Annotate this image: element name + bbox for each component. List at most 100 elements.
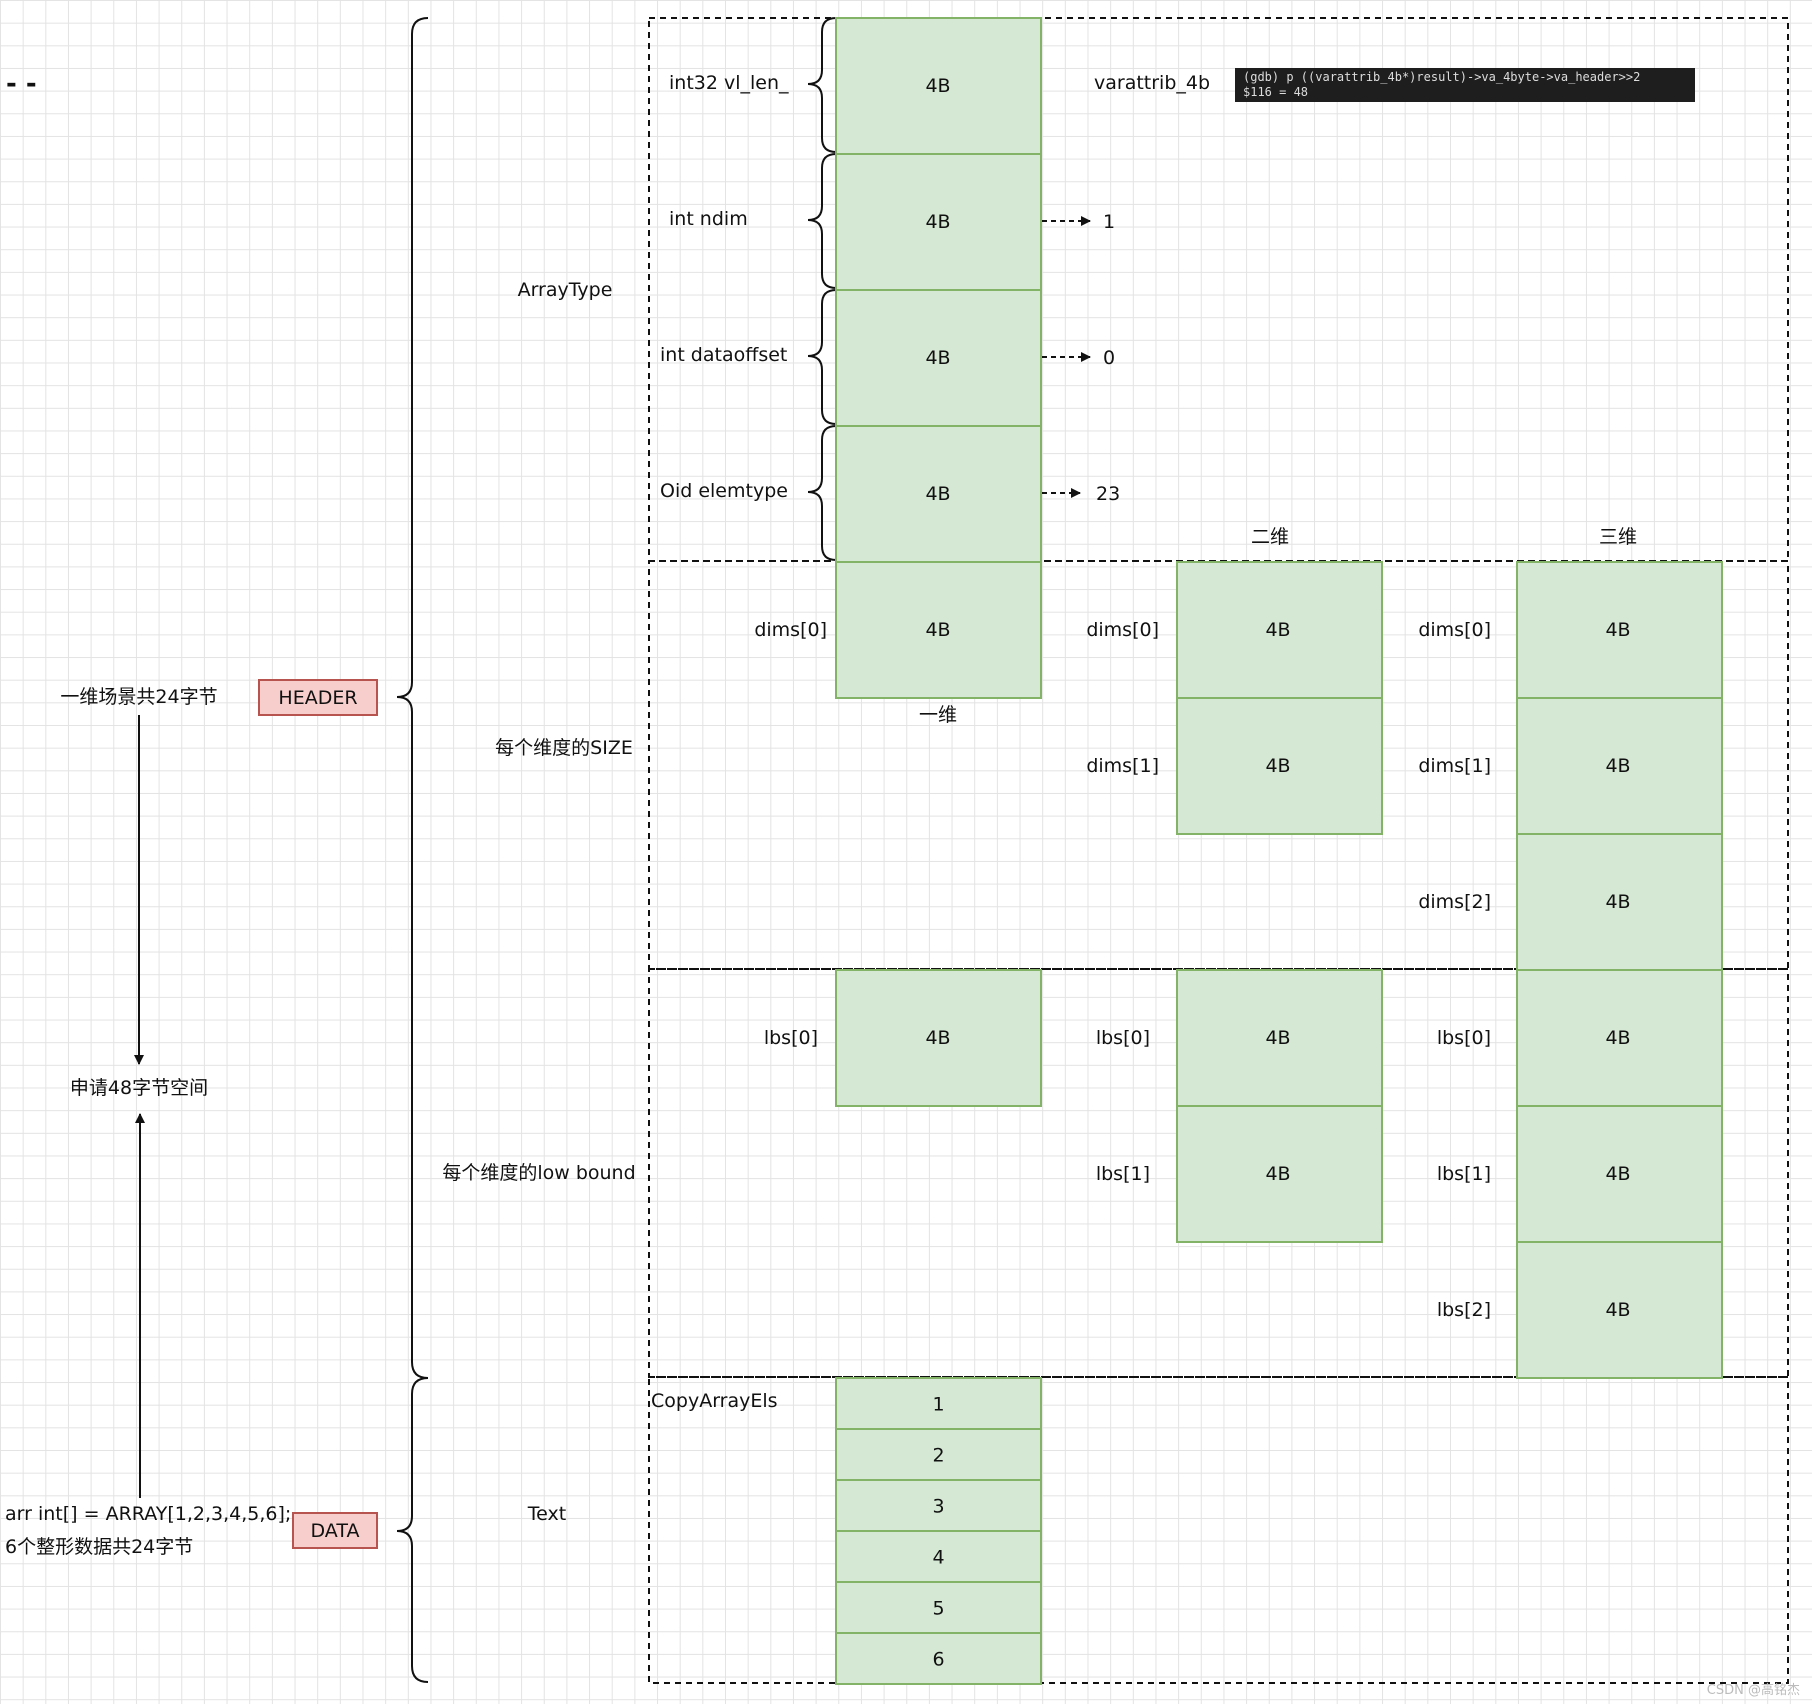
field-label-elemtype: Oid elemtype bbox=[660, 480, 788, 502]
data-size-note: 6个整形数据共24字节 bbox=[5, 1536, 193, 1558]
dims-label: dims[0] bbox=[1086, 619, 1159, 641]
dims-cell-text: 4B bbox=[1605, 755, 1630, 777]
field-brace bbox=[807, 289, 837, 425]
lbs-cell-text: 4B bbox=[925, 1027, 950, 1049]
region-lbs bbox=[648, 968, 1789, 1378]
element-value: 2 bbox=[932, 1445, 944, 1467]
dim-title-two: 二维 bbox=[1251, 526, 1289, 548]
dims-cell-text: 4B bbox=[1605, 891, 1630, 913]
element-value: 3 bbox=[932, 1496, 944, 1518]
dims-cell-text: 4B bbox=[925, 619, 950, 641]
element-value: 4 bbox=[932, 1547, 944, 1569]
section-array-type: ArrayType bbox=[518, 279, 613, 301]
dash-mark: - - bbox=[6, 69, 37, 99]
region-data bbox=[648, 1376, 1789, 1684]
lbs-cell bbox=[835, 969, 1042, 1107]
lbs-cell bbox=[1516, 1105, 1723, 1243]
region-array-type bbox=[648, 17, 1789, 562]
lbs-label: lbs[0] bbox=[764, 1027, 818, 1049]
gdb-line-1: (gdb) p ((varattrib_4b*)result)->va_4byt… bbox=[1243, 70, 1640, 84]
lbs-two-column: lbs[0] 4B lbs[1] 4B bbox=[1096, 969, 1383, 1243]
field-annotation-dataoffset: 0 bbox=[1103, 347, 1115, 369]
dims-cell-text: 4B bbox=[1605, 619, 1630, 641]
section-low-bound: 每个维度的low bound bbox=[442, 1162, 635, 1184]
data-tag-box bbox=[292, 1512, 378, 1549]
dims-label: dims[2] bbox=[1418, 891, 1491, 913]
dims-cell-text: 4B bbox=[1265, 619, 1290, 641]
header-field: Oid elemtype 4B 23 bbox=[660, 425, 1120, 563]
lbs-label: lbs[2] bbox=[1437, 1299, 1491, 1321]
dims-cell-text: 4B bbox=[1265, 755, 1290, 777]
lbs-cell-text: 4B bbox=[1265, 1027, 1290, 1049]
header-tag-box bbox=[258, 679, 378, 716]
field-cell-text: 4B bbox=[925, 483, 950, 505]
lbs-cell-text: 4B bbox=[1265, 1163, 1290, 1185]
gdb-output: (gdb) p ((varattrib_4b*)result)->va_4byt… bbox=[1235, 68, 1695, 102]
element-cell bbox=[835, 1479, 1042, 1532]
dims-three-column: dims[0] 4B dims[1] 4B dims[2] 4B bbox=[1418, 561, 1723, 971]
header-field: int32 vl_len_ 4B varattrib_4b bbox=[669, 17, 1210, 155]
lbs-cell bbox=[1176, 969, 1383, 1107]
dims-cell bbox=[835, 561, 1042, 699]
gdb-line-2: $116 = 48 bbox=[1243, 85, 1308, 99]
lbs-three-column: lbs[0] 4B lbs[1] 4B lbs[2] 4B bbox=[1437, 969, 1723, 1379]
lbs-cell-text: 4B bbox=[1605, 1299, 1630, 1321]
element-value: 1 bbox=[932, 1394, 944, 1416]
field-label-vl-len: int32 vl_len_ bbox=[669, 72, 789, 94]
lbs-label: lbs[1] bbox=[1437, 1163, 1491, 1185]
field-cell-text: 4B bbox=[925, 75, 950, 97]
lbs-one-column: lbs[0] 4B bbox=[764, 969, 1042, 1107]
element-cell bbox=[835, 1377, 1042, 1430]
dims-cell bbox=[1516, 561, 1723, 699]
lbs-cell-text: 4B bbox=[1605, 1163, 1630, 1185]
copy-array-els-label: CopyArrayEls bbox=[651, 1390, 778, 1412]
element-cell bbox=[835, 1632, 1042, 1685]
dims-label: dims[1] bbox=[1418, 755, 1491, 777]
field-cell bbox=[835, 17, 1042, 155]
field-annotation-varattrib: varattrib_4b bbox=[1094, 72, 1210, 94]
lbs-cell bbox=[1516, 1241, 1723, 1379]
dim-title-one: 一维 bbox=[919, 704, 957, 726]
section-dims-size: 每个维度的SIZE bbox=[495, 737, 633, 759]
lbs-cell bbox=[1516, 969, 1723, 1107]
field-cell-text: 4B bbox=[925, 211, 950, 233]
dims-cell bbox=[1176, 697, 1383, 835]
field-cell bbox=[835, 153, 1042, 291]
data-expression: arr int[] = ARRAY[1,2,3,4,5,6]; bbox=[5, 1503, 291, 1525]
dims-two-column: dims[0] 4B dims[1] 4B bbox=[1086, 561, 1383, 835]
field-brace bbox=[807, 17, 837, 153]
element-cell bbox=[835, 1530, 1042, 1583]
dims-one-column: dims[0] 4B bbox=[754, 561, 1042, 699]
lbs-label: lbs[0] bbox=[1096, 1027, 1150, 1049]
header-brace bbox=[396, 17, 429, 1379]
csdn-watermark: CSDN @高铭杰 bbox=[1707, 1682, 1800, 1698]
dims-label: dims[0] bbox=[754, 619, 827, 641]
header-field: int dataoffset 4B 0 bbox=[660, 289, 1115, 427]
field-annotation-ndim: 1 bbox=[1103, 211, 1115, 233]
field-brace bbox=[807, 425, 837, 561]
field-cell-text: 4B bbox=[925, 347, 950, 369]
header-note: 一维场景共24字节 bbox=[60, 686, 217, 708]
element-value: 6 bbox=[932, 1649, 944, 1671]
dims-cell bbox=[1516, 697, 1723, 835]
dims-cell bbox=[1176, 561, 1383, 699]
gdb-console bbox=[1235, 68, 1695, 102]
lbs-cell-text: 4B bbox=[1605, 1027, 1630, 1049]
field-label-ndim: int ndim bbox=[669, 208, 748, 230]
data-elements: 1 2 3 4 5 6 bbox=[835, 1377, 1042, 1685]
lbs-label: lbs[1] bbox=[1096, 1163, 1150, 1185]
lbs-label: lbs[0] bbox=[1437, 1027, 1491, 1049]
field-annotation-elemtype: 23 bbox=[1096, 483, 1120, 505]
field-label-dataoffset: int dataoffset bbox=[660, 344, 787, 366]
data-tag: DATA bbox=[311, 1520, 360, 1542]
dim-title-three: 三维 bbox=[1599, 526, 1637, 548]
data-brace bbox=[396, 1377, 429, 1683]
section-text: Text bbox=[527, 1503, 566, 1525]
element-cell bbox=[835, 1581, 1042, 1634]
field-brace bbox=[807, 153, 837, 289]
element-value: 5 bbox=[932, 1598, 944, 1620]
lbs-cell bbox=[1176, 1105, 1383, 1243]
dims-label: dims[0] bbox=[1418, 619, 1491, 641]
header-tag: HEADER bbox=[278, 687, 357, 709]
